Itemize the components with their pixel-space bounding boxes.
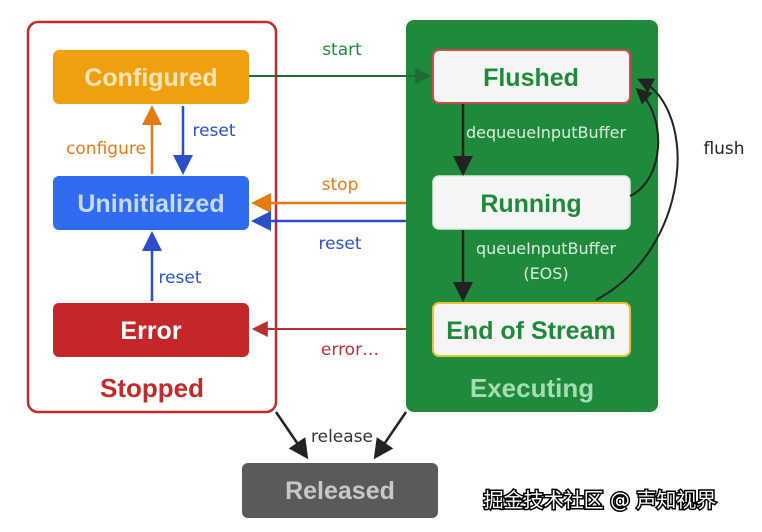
configured-state [53, 50, 249, 104]
release-label: release [311, 427, 373, 447]
stopped-group-label: Stopped [100, 373, 204, 403]
flushed-state-label: Flushed [483, 64, 579, 92]
flush-arrow-from-eos [595, 78, 679, 301]
reset-error-label: reset [158, 268, 201, 288]
start-label: start [322, 40, 362, 60]
flushed-state [432, 49, 631, 104]
configure-label: configure [66, 139, 146, 159]
end-of-stream-state-label: End of Stream [446, 317, 615, 345]
stop-label: stop [322, 175, 359, 195]
reset-configured-label: reset [192, 121, 235, 141]
release-arrow-from-stopped [274, 411, 309, 460]
queue-label-line2: (EOS) [523, 264, 568, 283]
error-label: error… [321, 340, 379, 360]
reset-executing-label: reset [318, 234, 361, 254]
released-state [242, 463, 438, 518]
running-state-label: Running [480, 190, 581, 218]
watermark-text: 掘金技术社区 @ 声知视界 [484, 488, 717, 512]
released-state-label: Released [285, 477, 395, 505]
running-state [432, 175, 631, 230]
executing-group-label: Executing [470, 373, 594, 403]
configured-state-label: Configured [84, 64, 217, 92]
flush-arrow-from-running [629, 87, 660, 197]
uninitialized-state [53, 176, 249, 230]
end-of-stream-state [432, 302, 631, 357]
release-arrow-from-executing [373, 411, 408, 460]
queue-label-line1: queueInputBuffer [476, 239, 617, 258]
flush-label: flush [703, 139, 744, 159]
uninitialized-state-label: Uninitialized [77, 190, 224, 218]
dequeue-label: dequeueInputBuffer [466, 123, 627, 142]
error-state-label: Error [120, 317, 181, 345]
error-state [53, 303, 249, 357]
